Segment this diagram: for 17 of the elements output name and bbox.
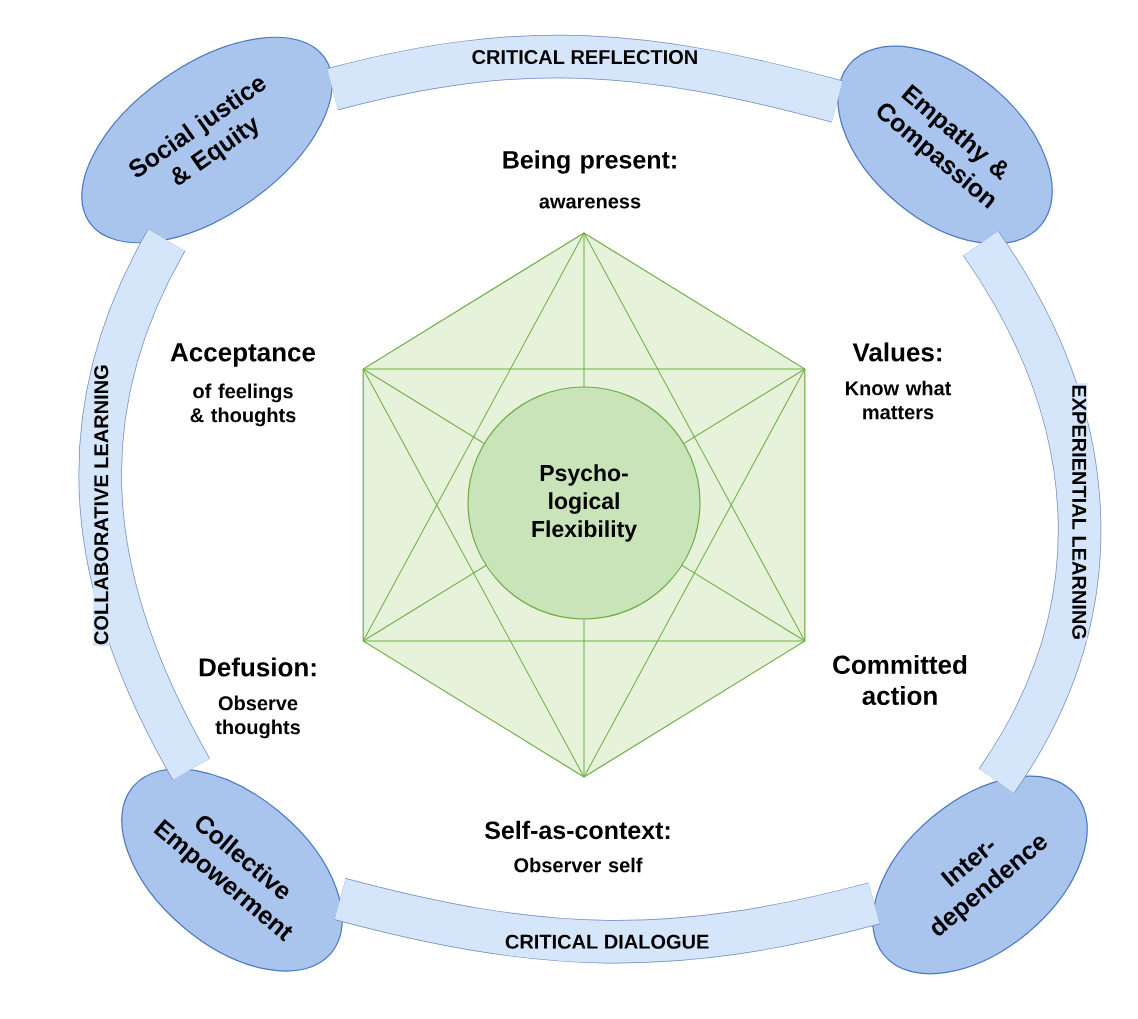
concept-description: awareness <box>539 197 641 209</box>
concept-label: Values: <box>852 342 942 362</box>
band-connector <box>962 231 1101 793</box>
edge-label: COLLABORATIVE LEARNING <box>93 363 110 647</box>
edge-label: EXPERIENTIAL LEARNING <box>1071 383 1088 641</box>
concept-description: Observer self <box>514 857 643 873</box>
concept-label: Acceptance <box>170 343 316 367</box>
concept-description: Observe thoughts <box>215 695 300 739</box>
concept-label: Committed action <box>833 654 967 706</box>
concept-label: Defusion: <box>199 657 316 677</box>
concept-description: of feelings & thoughts <box>190 383 296 427</box>
band-connector <box>78 230 211 780</box>
concept-description: Know what matters <box>846 380 952 420</box>
band-connector <box>334 877 880 964</box>
band-connector <box>327 34 843 123</box>
concept-label: Being present: <box>503 150 676 174</box>
concept-label: Self-as-context: <box>484 820 670 840</box>
